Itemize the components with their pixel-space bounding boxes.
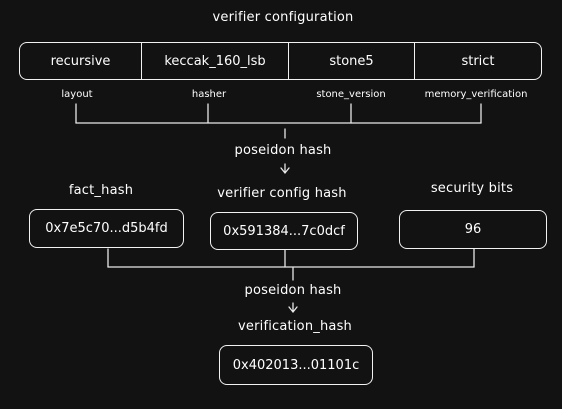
verifier-config-hash-box: 0x591384...7c0dcf [210,212,358,250]
security-bits-title: security bits [430,181,514,196]
down-arrow-1 [280,163,290,175]
security-bits-box: 96 [399,210,547,249]
config-cell-hasher: keccak_160_lsb [141,43,288,79]
label-layout: layout [61,89,93,100]
config-cell-memory-verification: strict [414,43,541,79]
label-hasher: hasher [191,89,227,100]
config-cell-layout: recursive [50,53,111,69]
fact-hash-box: 0x7e5c70...d5b4fd [29,209,184,248]
verifier-config-hash-title: verifier config hash [217,186,347,201]
label-memory-verification: memory_verification [424,89,528,100]
config-cell-stone-version: stone5 [288,43,414,79]
verification-hash-box: 0x402013...01101c [219,345,373,385]
verifier-config-row: recursive keccak_160_lsb stone5 strict [19,42,542,80]
poseidon-hash-label-1: poseidon hash [234,143,332,158]
fact-hash-title: fact_hash [68,183,134,198]
label-stone-version: stone_version [316,89,386,100]
verification-hash-title: verification_hash [238,319,352,334]
poseidon-hash-label-2: poseidon hash [244,283,342,298]
diagram-title: verifier configuration [212,10,354,25]
down-arrow-2 [288,302,298,314]
